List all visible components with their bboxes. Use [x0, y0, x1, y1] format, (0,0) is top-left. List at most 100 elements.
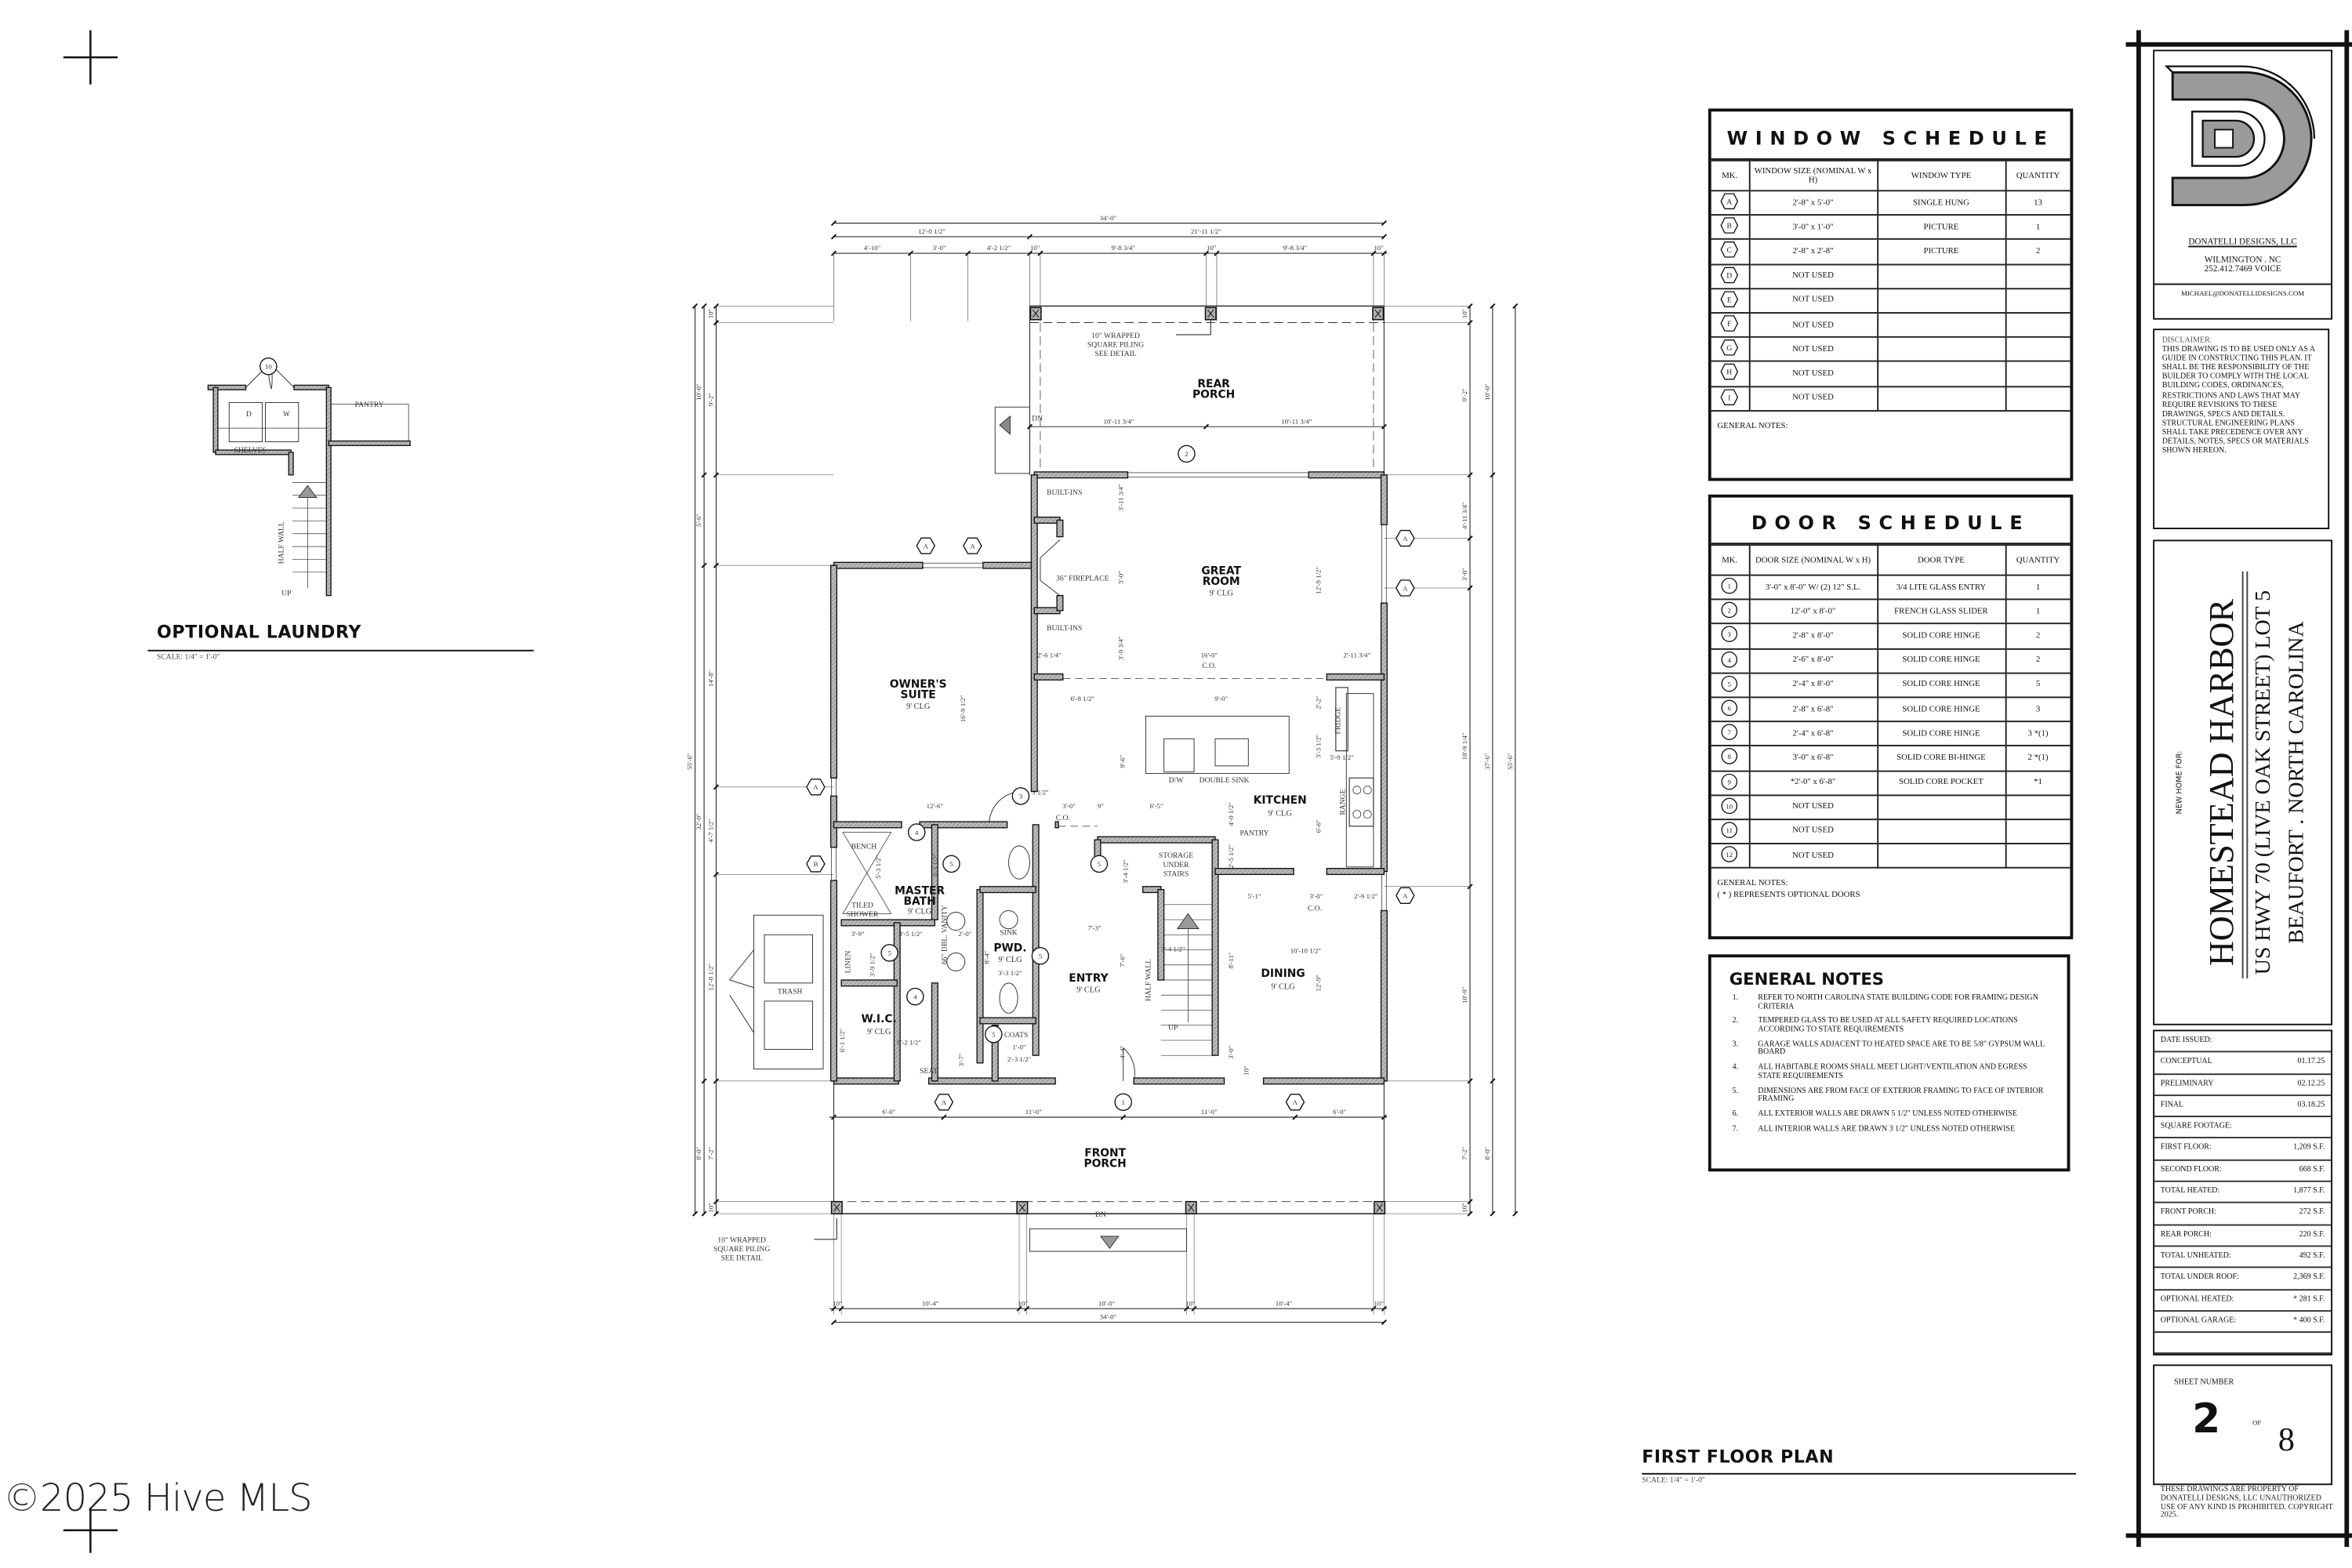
dimension-tick [830, 220, 837, 227]
mark-cell: 6 [1711, 696, 1750, 723]
room-label-rear-porch: PORCH [1192, 389, 1235, 401]
type-cell: SOLID CORE POCKET [1876, 769, 2006, 796]
row-label: FRONT PORCH: [2160, 1208, 2216, 1218]
quantity-cell: 2 [2004, 648, 2071, 674]
general-note-item: 1.REFER TO NORTH CAROLINA STATE BUILDING… [1733, 993, 2067, 1012]
row-label: TOTAL UNHEATED: [2160, 1251, 2231, 1261]
piling-x-icon [1188, 1203, 1195, 1212]
dimension-label: 3'-5 1/2" [898, 930, 923, 938]
mark-label: D [1727, 271, 1733, 280]
dimension-label: 3'-0" [1227, 1045, 1235, 1058]
company-email: MICHAEL@DONATELLIDESIGNS.COM [2154, 283, 2332, 297]
dishwasher-icon [1163, 738, 1195, 773]
quantity-cell: 13 [2004, 190, 2071, 216]
door-mark-label: 1 [1121, 1098, 1124, 1106]
door-mark-label: 4 [913, 993, 917, 1000]
note-text: REFER TO NORTH CAROLINA STATE BUILDING C… [1758, 993, 2038, 1011]
wall [1033, 607, 1061, 615]
company-box: DONATELLI DESIGNS, LLC WILMINGTON . NC 2… [2153, 49, 2333, 320]
sqft-row: OPTIONAL GARAGE:* 400 S.F. [2154, 1312, 2332, 1334]
mark-cell: 8 [1711, 745, 1750, 771]
wall [893, 922, 901, 1082]
window-mark-hex-icon: A [1720, 193, 1739, 210]
piling-x-icon [1376, 1203, 1383, 1212]
wall [979, 1017, 1036, 1025]
dimension-label: 3'-9" [851, 930, 865, 938]
door-mark-circle-icon: 9 [1721, 773, 1739, 789]
bench-label: BENCH [851, 843, 877, 851]
door-schedule: DOOR SCHEDULE MK. DOOR SIZE (NOMINAL W x… [1708, 494, 2074, 940]
general-note-item: 4.ALL HABITABLE ROOMS SHALL MEET LIGHT/V… [1732, 1063, 2067, 1082]
dimension-label: 3'-4 1/2" [1161, 945, 1185, 953]
company-city: WILMINGTON . NC [2204, 256, 2281, 266]
row-value: 2,369 S.F. [2293, 1272, 2325, 1283]
type-cell: SINGLE HUNG [1876, 190, 2006, 216]
room-label-front-porch: FRONT [1084, 1147, 1126, 1160]
mark-cell: 5 [1711, 672, 1750, 699]
date-issued-label-text: DATE ISSUED: [2160, 1036, 2212, 1045]
quantity-cell: 2 [2004, 622, 2071, 650]
front-steps [1029, 1228, 1187, 1252]
wall [931, 982, 938, 1082]
note-text: ALL EXTERIOR WALLS ARE DRAWN 5 1/2" UNLE… [1758, 1109, 2017, 1119]
window-schedule: WINDOW SCHEDULE MK. WINDOW SIZE (NOMINAL… [1708, 108, 2074, 481]
mark-label: 8 [1728, 753, 1732, 761]
dimension-label: 5'-3 1/2" [874, 855, 882, 879]
dimension-label: 4'-7 1/2" [707, 818, 715, 843]
door-mark-label: 5 [1039, 953, 1043, 960]
wall [1033, 673, 1064, 681]
room-label-front-porch: PORCH [1083, 1157, 1126, 1170]
vanity-label: 66" DBL. VANITY [941, 906, 949, 964]
dimension-label: 34'-0" [1100, 214, 1117, 222]
size-cell: 2'-4" x 6'-8" [1748, 720, 1878, 747]
size-cell: NOT USED [1748, 287, 1878, 314]
dimension-label: 10" [833, 1299, 843, 1307]
row-label: TOTAL HEATED: [2160, 1186, 2220, 1196]
row-value: 272 S.F. [2299, 1208, 2325, 1218]
dimension-label: 4'-10" [864, 244, 881, 252]
mark-cell: 11 [1711, 818, 1750, 845]
stair-up-arrow-icon [298, 485, 318, 499]
window-mark-hex-icon [963, 537, 982, 554]
dryer-icon [228, 401, 263, 442]
double-sink-icon [1214, 738, 1249, 767]
stair-up-arrow-icon [1177, 913, 1200, 930]
pantry-label: PANTRY [355, 401, 384, 409]
room-label-owners-suite: OWNER'S [890, 678, 947, 691]
mark-label: 11 [1726, 826, 1733, 834]
note-number: 4. [1732, 1063, 1739, 1073]
wall [207, 384, 247, 390]
mark-cell: F [1711, 311, 1750, 339]
quantity-cell [2004, 287, 2071, 314]
dimension-label: 10'-0" [695, 383, 702, 401]
mark-label: H [1727, 368, 1733, 377]
dimension-label: 3'-4 1/2" [1121, 859, 1129, 884]
trash-bin [764, 934, 814, 984]
row-label: OPTIONAL HEATED: [2160, 1294, 2234, 1304]
dimension-tick [1026, 234, 1033, 240]
storage-label: STORAGE [1159, 851, 1193, 860]
dimension-label: 5'-6" [695, 514, 702, 527]
disclaimer-box: DISCLAIMER: THIS DRAWING IS TO BE USED O… [2153, 328, 2330, 530]
dimension-label: 10" [1242, 1065, 1250, 1076]
row-label: SECOND FLOOR: [2160, 1165, 2222, 1174]
type-cell: SOLID CORE HINGE [1876, 648, 2006, 674]
dimension-tick [1381, 1319, 1387, 1326]
toilet-icon [1008, 845, 1030, 880]
row-label: OPTIONAL GARAGE: [2160, 1316, 2237, 1326]
quantity-cell [2004, 263, 2071, 289]
dimension-label: 9" [1098, 802, 1104, 810]
dimension-tick [1512, 1210, 1519, 1217]
fridge-icon [1335, 687, 1348, 752]
dimension-tick [1381, 234, 1387, 240]
door-mark-circle-icon: 2 [1721, 602, 1739, 619]
floor-plan-scale: SCALE: 1/4" = 1'-0" [1642, 1477, 1705, 1486]
wall [1157, 888, 1165, 981]
row-value: 02.12.25 [2297, 1079, 2325, 1088]
row-value: 1,877 S.F. [2293, 1186, 2325, 1196]
size-cell: 2'-6" x 8'-0" [1748, 648, 1878, 674]
dimension-label: 10'-4" [1276, 1299, 1293, 1307]
door-mark-circle-icon: 1 [1721, 578, 1739, 594]
